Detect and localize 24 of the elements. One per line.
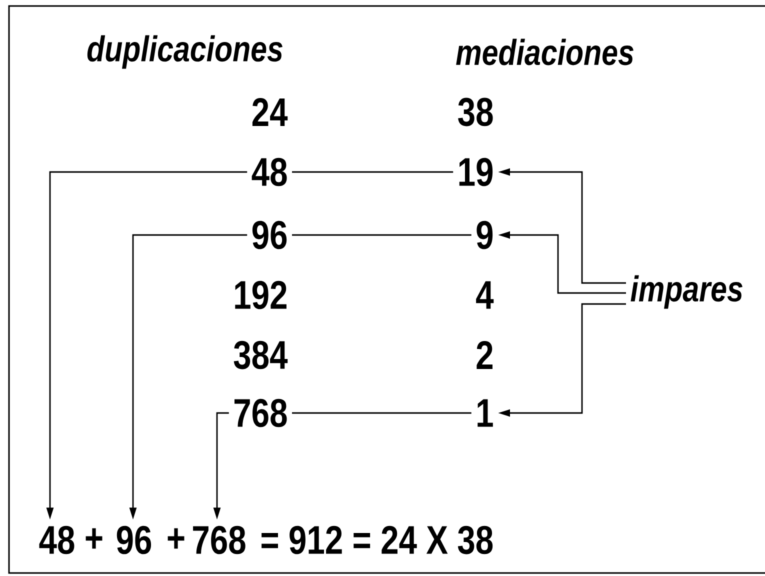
number: 192 [235, 280, 286, 310]
number: 38 [458, 98, 493, 126]
equation-text: = 912 = 24 X 38 [262, 526, 493, 554]
column-heading: duplicaciones [87, 35, 282, 69]
plus-sign: + [86, 528, 102, 549]
number: 9 [476, 220, 493, 250]
number: 768 [193, 526, 246, 554]
column-heading: mediaciones [456, 38, 634, 66]
number: 384 [234, 340, 288, 370]
number: 48 [252, 158, 287, 186]
number: 96 [116, 526, 152, 554]
number: 24 [252, 98, 288, 126]
plus-sign: + [168, 528, 184, 549]
number: 4 [476, 281, 494, 309]
number: 768 [234, 398, 287, 428]
connector-line [292, 234, 472, 236]
term-word: impares [630, 275, 742, 309]
number: 96 [252, 220, 287, 250]
number: 2 [476, 341, 492, 369]
connector-line [292, 412, 472, 414]
number: 1 [478, 399, 493, 427]
number: 48 [39, 526, 74, 554]
number: 19 [459, 158, 493, 186]
connector-line [292, 171, 454, 173]
